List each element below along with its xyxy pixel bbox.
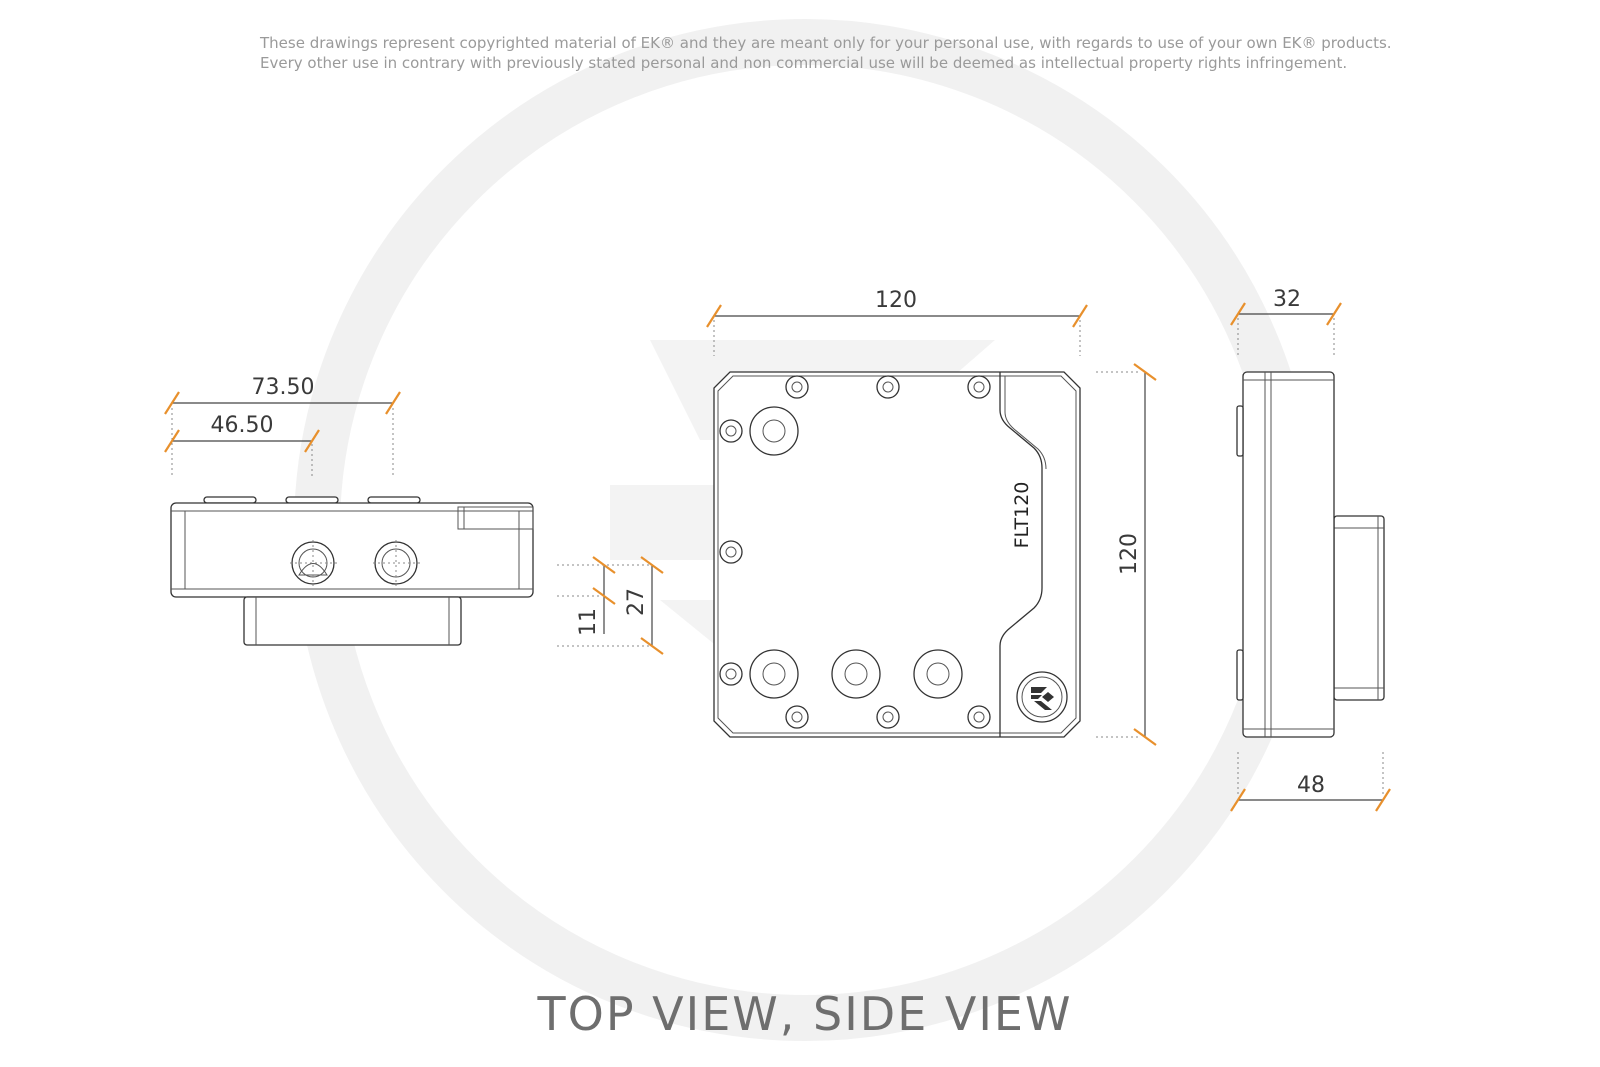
screw [876,705,900,729]
screw [719,540,743,564]
dimension-label: 120 [875,288,917,313]
screw [785,375,809,399]
disclaimer-line-1: These drawings represent copyrighted mat… [259,34,1392,52]
model-label: FLT120 [1011,482,1033,549]
screw [785,705,809,729]
dimension-46-50: 46.50 [164,413,320,477]
view-caption: TOP VIEW, SIDE VIEW [537,987,1073,1041]
ek-logo-badge [1016,671,1068,723]
port-fitting [749,406,799,456]
side-view-profile [1236,371,1385,738]
screw [876,375,900,399]
dimension-label: 120 [1117,533,1142,575]
dimension-label: 73.50 [252,375,315,400]
dimension-label: 46.50 [211,413,274,438]
dimension-label: 11 [576,608,601,636]
disclaimer-line-2: Every other use in contrary with previou… [260,54,1347,72]
port-fitting [749,649,799,699]
screw [719,419,743,443]
dimension-port-heights: 11 27 [557,556,664,655]
side-view-ports [170,496,534,646]
top-view-block: FLT120 [713,371,1081,738]
dimension-label: 27 [624,588,649,616]
screw [967,705,991,729]
dimension-top-width: 120 [706,288,1088,356]
screw [967,375,991,399]
screw [719,662,743,686]
port-fitting [831,649,881,699]
dimension-label: 32 [1273,287,1301,312]
port-fitting [913,649,963,699]
dimension-top-height: 120 [1096,363,1157,746]
dimension-label: 48 [1297,773,1325,798]
dimension-73-50: 73.50 [164,375,401,477]
dimension-depth-top: 32 [1230,287,1342,356]
dimension-depth-bottom: 48 [1230,752,1391,812]
